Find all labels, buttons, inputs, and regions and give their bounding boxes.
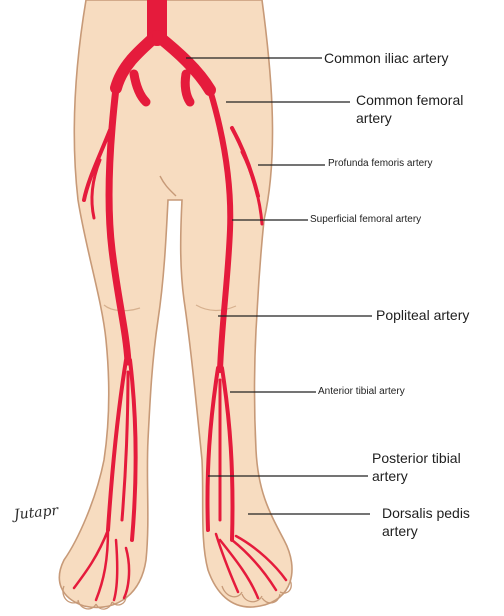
- label-superficial-femoral-artery: Superficial femoral artery: [310, 214, 421, 227]
- label-common-femoral-line2: artery: [356, 110, 463, 128]
- label-posterior-tibial-line2: artery: [372, 468, 461, 486]
- right-internal-iliac: [185, 74, 190, 102]
- label-dorsalis-pedis-line1: Dorsalis pedis: [382, 505, 470, 523]
- label-popliteal-artery: Popliteal artery: [376, 307, 469, 325]
- label-common-iliac-artery: Common iliac artery: [324, 50, 448, 68]
- label-dorsalis-pedis-line2: artery: [382, 523, 470, 541]
- label-anterior-tibial-artery: Anterior tibial artery: [318, 386, 405, 399]
- label-dorsalis-pedis-artery: Dorsalis pedis artery: [382, 505, 470, 540]
- label-posterior-tibial-artery: Posterior tibial artery: [372, 450, 461, 485]
- label-common-femoral-artery: Common femoral artery: [356, 92, 463, 127]
- label-common-femoral-line1: Common femoral: [356, 92, 463, 110]
- pelvis-and-legs-skin: [59, 0, 292, 607]
- label-posterior-tibial-line1: Posterior tibial: [372, 450, 461, 468]
- label-profunda-femoris-artery: Profunda femoris artery: [328, 158, 433, 171]
- legs-silhouette: [59, 0, 292, 609]
